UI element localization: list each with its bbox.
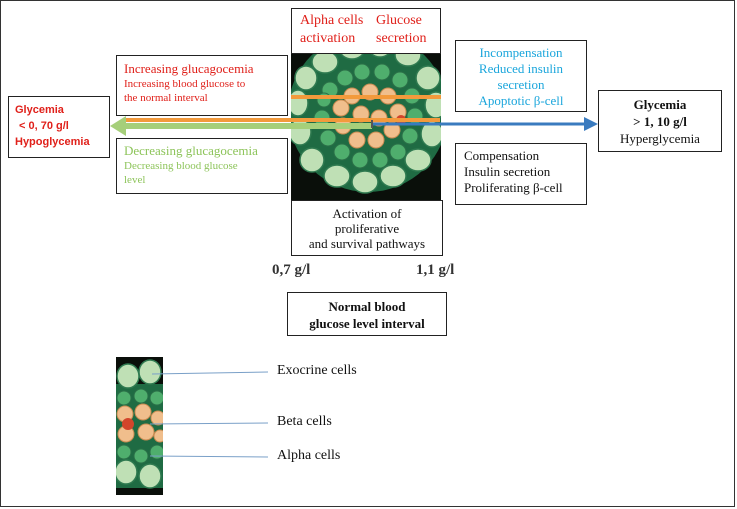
hyper-label: Hyperglycemia [620, 131, 700, 146]
islet-illustration [291, 32, 441, 200]
insulin-secretion-label: Insulin secretion [464, 164, 551, 179]
proliferating-beta-cell-label: Proliferating β-cell [464, 180, 563, 195]
increasing-title: Increasing glucagocemia [124, 61, 254, 76]
activation-text: activation [300, 31, 356, 46]
hypoglycemia-box: Glycemia < 0, 70 g/l Hypoglycemia [8, 96, 110, 158]
decreasing-line-1: Decreasing blood glucose [124, 160, 238, 172]
reduced-insulin-label: Reduced insulin [478, 61, 564, 76]
glucose-secretion-label: Glucose secretion [376, 12, 427, 48]
hyperglycemia-box: Glycemia > 1, 10 g/l Hyperglycemia [598, 90, 722, 152]
proliferative-label: proliferative [334, 221, 400, 236]
compensation-label: Compensation [464, 148, 540, 163]
hypo-glycemia-label: Glycemia [15, 104, 64, 116]
legend-beta-cells: Beta cells [277, 414, 332, 429]
increasing-glucagocemia-box: Increasing glucagocemia Increasing blood… [116, 55, 288, 116]
normal-interval-box: Normal blood glucose level interval [287, 292, 447, 336]
hypo-label: Hypoglycemia [15, 136, 90, 148]
threshold-low-label: 0,7 g/l [272, 262, 311, 278]
green-arrow-head [110, 116, 126, 136]
apoptotic-beta-cell-label: Apoptotic β-cell [478, 93, 564, 108]
compensation-box: Compensation Insulin secretion Prolifera… [455, 143, 587, 205]
legend-exocrine-cells: Exocrine cells [277, 363, 357, 378]
decreasing-glucagocemia-box: Decreasing glucagocemia Decreasing blood… [116, 138, 288, 194]
alpha-cells-text: Alpha cells [300, 13, 364, 28]
alpha-cells-activation-label: Alpha cells activation [300, 12, 363, 48]
glucose-text: Glucose [376, 13, 422, 28]
decreasing-line-2: level [124, 174, 146, 186]
arrows [110, 95, 598, 136]
top-labels-box: Alpha cells activation Glucose secretion [291, 8, 441, 54]
threshold-high-label: 1,1 g/l [416, 262, 455, 278]
hyper-glycemia-label: Glycemia [633, 97, 687, 112]
secretion-label: secretion [497, 77, 545, 92]
activation-of-label: Activation of [332, 206, 402, 221]
legend-tissue-strip [116, 357, 163, 495]
glucose-level-interval-label: glucose level interval [309, 316, 425, 331]
hyper-threshold: > 1, 10 g/l [633, 114, 687, 129]
blue-arrow-head [584, 117, 598, 131]
secretion-text: secretion [376, 31, 427, 46]
decreasing-title: Decreasing glucagocemia [124, 143, 258, 158]
legend-pointers [149, 371, 269, 458]
legend-alpha-cells: Alpha cells [277, 448, 341, 463]
activation-pathways-box: Activation of proliferative and survival… [291, 200, 443, 256]
hypo-threshold: < 0, 70 g/l [19, 120, 69, 132]
increasing-line-2: the normal interval [124, 92, 208, 104]
increasing-line-1: Increasing blood glucose to [124, 78, 246, 90]
normal-blood-label: Normal blood [328, 299, 406, 314]
survival-pathways-label: and survival pathways [308, 236, 426, 251]
incompensation-box: Incompensation Reduced insulin secretion… [455, 40, 587, 112]
incompensation-label: Incompensation [479, 45, 563, 60]
